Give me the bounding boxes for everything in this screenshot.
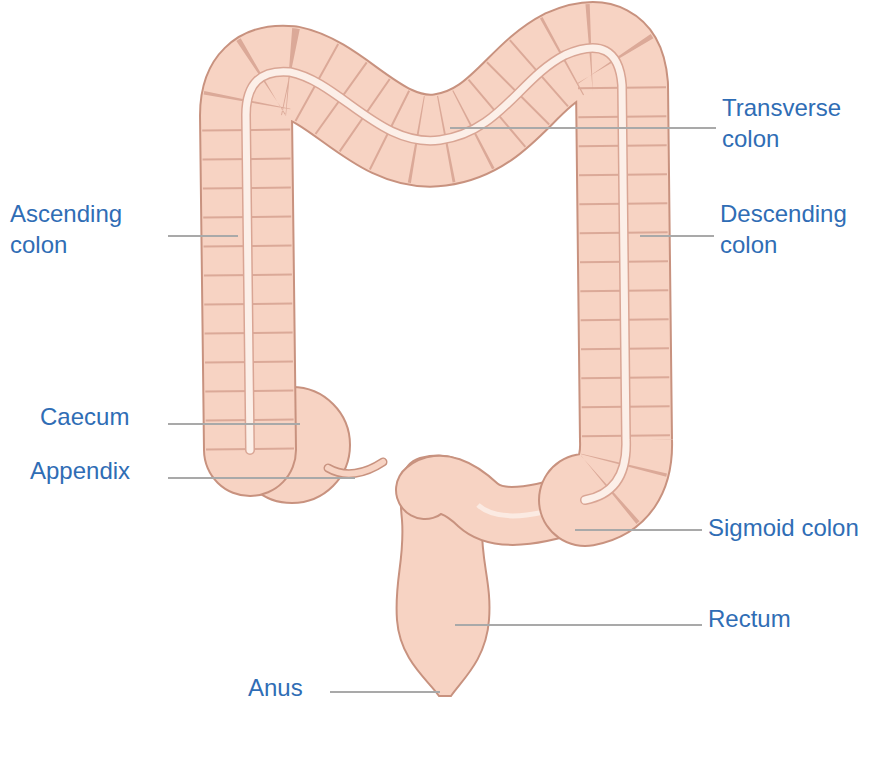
leader-lines [168, 128, 716, 692]
colon-shape [246, 48, 626, 500]
leader-line [168, 423, 300, 425]
colon-outline [246, 48, 626, 500]
appendix-shape [328, 462, 383, 474]
leader-line [450, 127, 716, 129]
part-label: Appendix [30, 455, 130, 486]
taenia-band [246, 48, 626, 500]
part-label: Caecum [40, 401, 129, 432]
part-label: Rectum [708, 603, 791, 634]
leader-line [575, 529, 702, 531]
part-label: Transverse colon [722, 92, 872, 154]
haustra-lines [246, 48, 626, 500]
part-label: Anus [248, 672, 303, 703]
leader-line [168, 235, 238, 237]
part-label: Descending colon [720, 198, 880, 260]
leader-line [640, 235, 714, 237]
part-label: Sigmoid colon [708, 512, 859, 543]
taenia-outline [246, 48, 626, 500]
leader-line [455, 624, 702, 626]
leader-line [330, 691, 440, 693]
appendix-outline [328, 462, 383, 474]
part-label: Ascending colon [10, 198, 160, 260]
leader-line [168, 477, 355, 479]
